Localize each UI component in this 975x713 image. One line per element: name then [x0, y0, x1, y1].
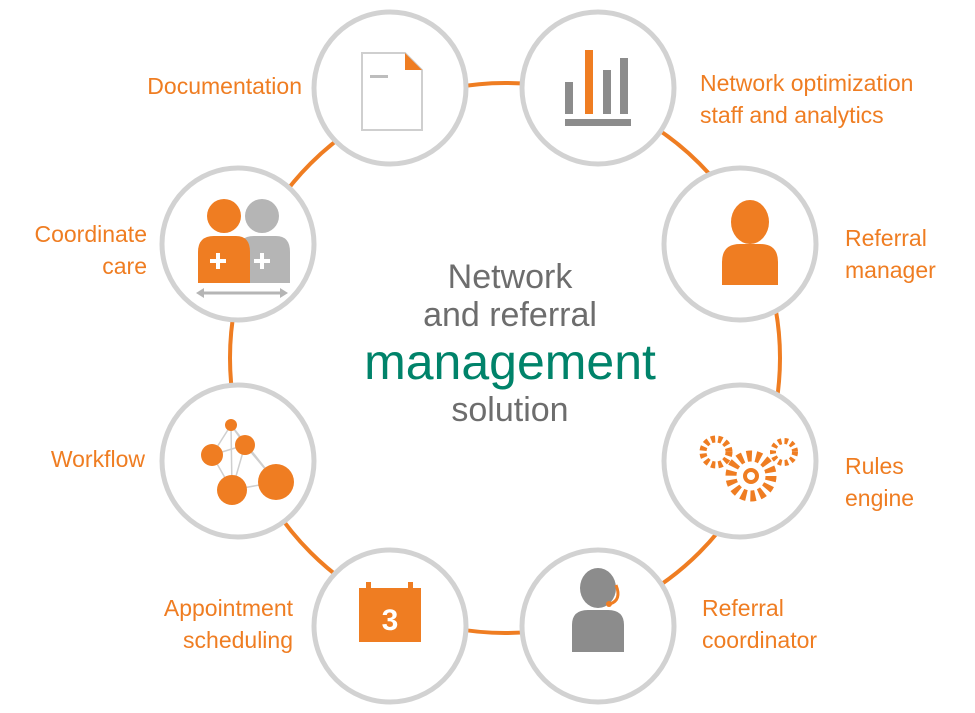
label-network-optimization: Network optimization staff and analytics: [700, 70, 914, 128]
label-documentation: Documentation: [147, 73, 302, 99]
center-line-4: solution: [451, 391, 569, 429]
label-referral-manager: Referral manager: [845, 225, 936, 283]
node-documentation: [311, 9, 469, 167]
center-line-2: and referral: [423, 296, 597, 334]
label-coordinate-care: Coordinate care: [34, 221, 147, 279]
calendar-icon: 3: [359, 582, 421, 642]
network-graph-icon: [201, 419, 294, 505]
label-workflow: Workflow: [50, 446, 145, 472]
document-icon: [361, 52, 423, 131]
node-referral-coordinator: [519, 547, 677, 705]
connector-ring: [228, 81, 782, 635]
node-workflow: [159, 382, 317, 540]
person-icon: [722, 200, 778, 285]
label-appointment-scheduling: Appointment scheduling: [163, 595, 293, 653]
two-persons-icon: [196, 199, 290, 298]
node-appointment-scheduling: 3: [311, 547, 469, 705]
center-line-3: management: [364, 334, 656, 390]
node-rules-engine: [661, 382, 819, 540]
label-referral-coordinator: Referral coordinator: [702, 595, 818, 653]
bar-chart-icon: [565, 50, 631, 126]
node-network-optimization: [519, 9, 677, 167]
node-coordinate-care: [159, 165, 317, 323]
center-title: Network and referral management solution: [330, 258, 690, 430]
node-referral-manager: [661, 165, 819, 323]
center-line-1: Network: [447, 258, 573, 296]
calendar-day-number: 3: [382, 604, 399, 637]
label-rules-engine: Rules engine: [845, 453, 915, 511]
gears-icon: [699, 435, 798, 502]
headset-person-icon: [572, 568, 624, 652]
